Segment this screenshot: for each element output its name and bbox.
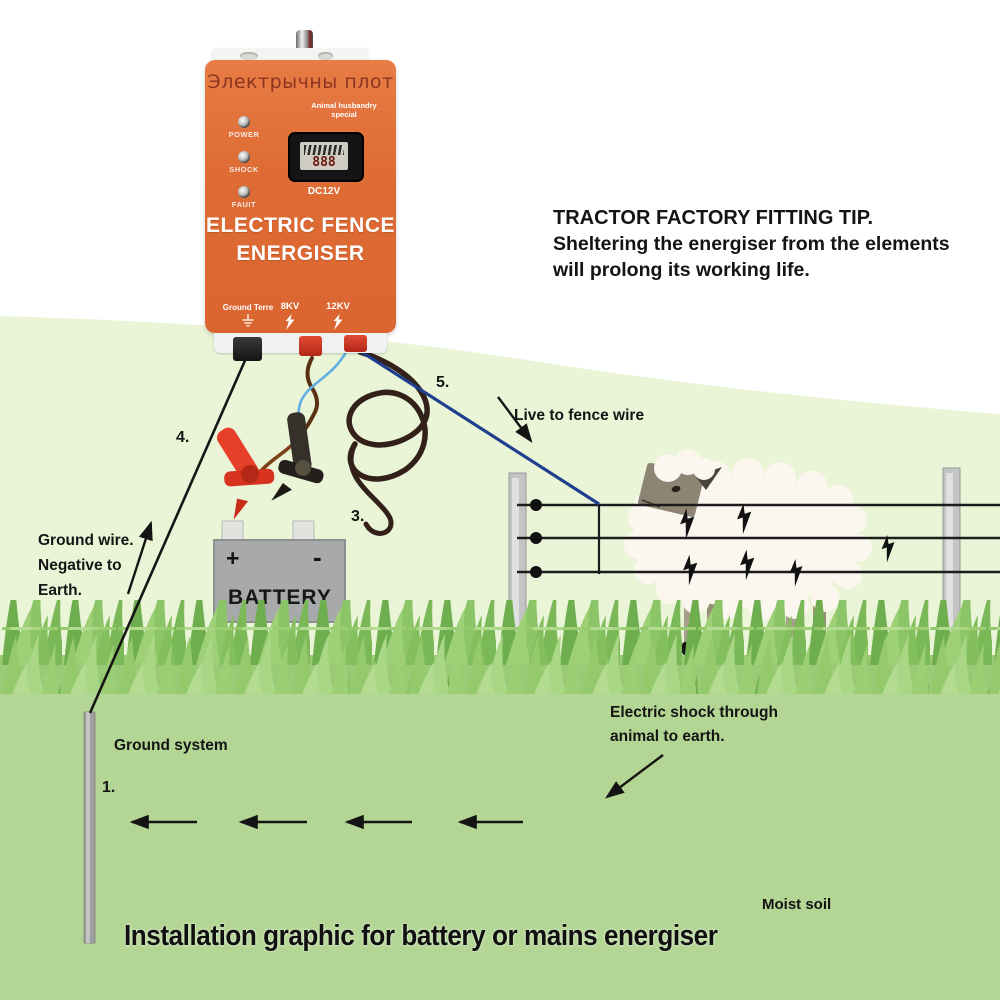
energiser-leads: [258, 349, 430, 536]
ground-system-label: Ground system: [114, 737, 228, 754]
fence-post-left-highlight: [512, 478, 519, 638]
fault-led-icon: [238, 186, 250, 198]
sheep-eye: [671, 485, 681, 493]
8kv-terminal-post: [299, 336, 322, 356]
device-name-line: ENERGISER: [236, 242, 365, 265]
ground-wire-label-line: Negative to: [38, 557, 122, 574]
battery-clip-red: [216, 427, 275, 520]
shock-led-label: SHOCK: [229, 165, 259, 174]
battery-plus-sign: +: [226, 545, 239, 571]
step-5-label: 5.: [436, 374, 450, 391]
battery-minus-sign: -: [313, 542, 322, 572]
device-subtitle: Animal husbandry special: [301, 101, 387, 119]
lightning-icon: [333, 314, 343, 330]
tip-line: Sheltering the energiser from the elemen…: [553, 233, 950, 255]
voltmeter-digits: 888: [312, 155, 336, 170]
live-wire: [356, 347, 600, 506]
ground-wire-label-line: Earth.: [38, 582, 82, 599]
sheep-head: [638, 449, 722, 517]
ground-wire: [88, 355, 249, 714]
8kv-terminal-label: 8KV: [280, 301, 300, 312]
step-3-label: 3.: [351, 508, 365, 525]
tip-line: will prolong its working life.: [553, 259, 810, 281]
lightning-icon: [285, 314, 295, 330]
ground-wire-arrow: [126, 520, 153, 595]
battery-level-bars: [304, 145, 344, 155]
battery-clip-black: [271, 412, 324, 501]
tip-line: TRACTOR FACTORY FITTING TIP.: [553, 207, 874, 229]
fault-indicator: FAUIT: [219, 186, 269, 209]
ground-rod: [83, 711, 96, 944]
12kv-terminal-label: 12KV: [326, 301, 350, 312]
fence-insulators: [530, 499, 542, 578]
device-title-ru: Электрычны плот: [207, 71, 394, 93]
subtitle-line: Animal husbandry: [311, 101, 377, 110]
shock-path-arrow: [605, 754, 664, 799]
moist-soil-label: Moist soil: [762, 896, 832, 913]
step-1-label: 1.: [102, 779, 116, 796]
device-name-line: ELECTRIC FENCE: [205, 214, 395, 237]
annotation-arrows: [126, 396, 664, 830]
live-wire-arrow: [497, 396, 533, 443]
tangled-dark-wire: [346, 349, 430, 482]
fault-led-label: FAUIT: [231, 200, 257, 209]
tangled-dark-wire-tail: [348, 441, 394, 536]
bracket-hole: [240, 52, 258, 60]
device-name: ELECTRIC FENCE ENERGISER: [205, 212, 396, 268]
ground-wire-label-line: Ground wire.: [38, 532, 134, 549]
power-led-label: POWER: [228, 130, 260, 139]
grass-strip: [0, 600, 1000, 697]
shock-label-line: Electric shock through: [610, 704, 778, 721]
ground-terminal-label: Ground Terre: [222, 303, 274, 312]
diagram-caption: Installation graphic for battery or main…: [124, 920, 718, 952]
tractor-tip-text: TRACTOR FACTORY FITTING TIP. Sheltering …: [553, 205, 950, 283]
voltmeter-screen: 888: [300, 142, 348, 170]
bracket-hole: [318, 52, 333, 60]
fence-wires: [517, 503, 1000, 574]
power-indicator: POWER: [219, 116, 269, 139]
shock-indicator: SHOCK: [219, 151, 269, 174]
ground-terminal-post: [233, 337, 262, 361]
subtitle-line: special: [331, 110, 357, 119]
fence-post-right-highlight: [946, 473, 953, 651]
earth-ground-icon: [242, 314, 254, 327]
device-front-panel: Электрычны плот Animal husbandry special…: [205, 60, 396, 333]
shock-label-line: animal to earth.: [610, 728, 725, 745]
energiser-device: Электрычны плот Animal husbandry special…: [196, 30, 407, 365]
power-led-icon: [238, 116, 250, 128]
dc-voltage-label: DC12V: [307, 186, 341, 197]
coiled-brown-wire: [298, 356, 319, 438]
electric-shock-label: Electric shock through animal to earth.: [610, 701, 778, 749]
step-4-label: 4.: [176, 429, 190, 446]
ground-wire-label: Ground wire. Negative to Earth.: [38, 528, 134, 603]
12kv-terminal-post: [344, 335, 367, 352]
live-wire-label: Live to fence wire: [514, 407, 645, 424]
shock-led-icon: [238, 151, 250, 163]
soil: [0, 694, 1000, 1000]
voltmeter-display: 888: [288, 132, 364, 182]
